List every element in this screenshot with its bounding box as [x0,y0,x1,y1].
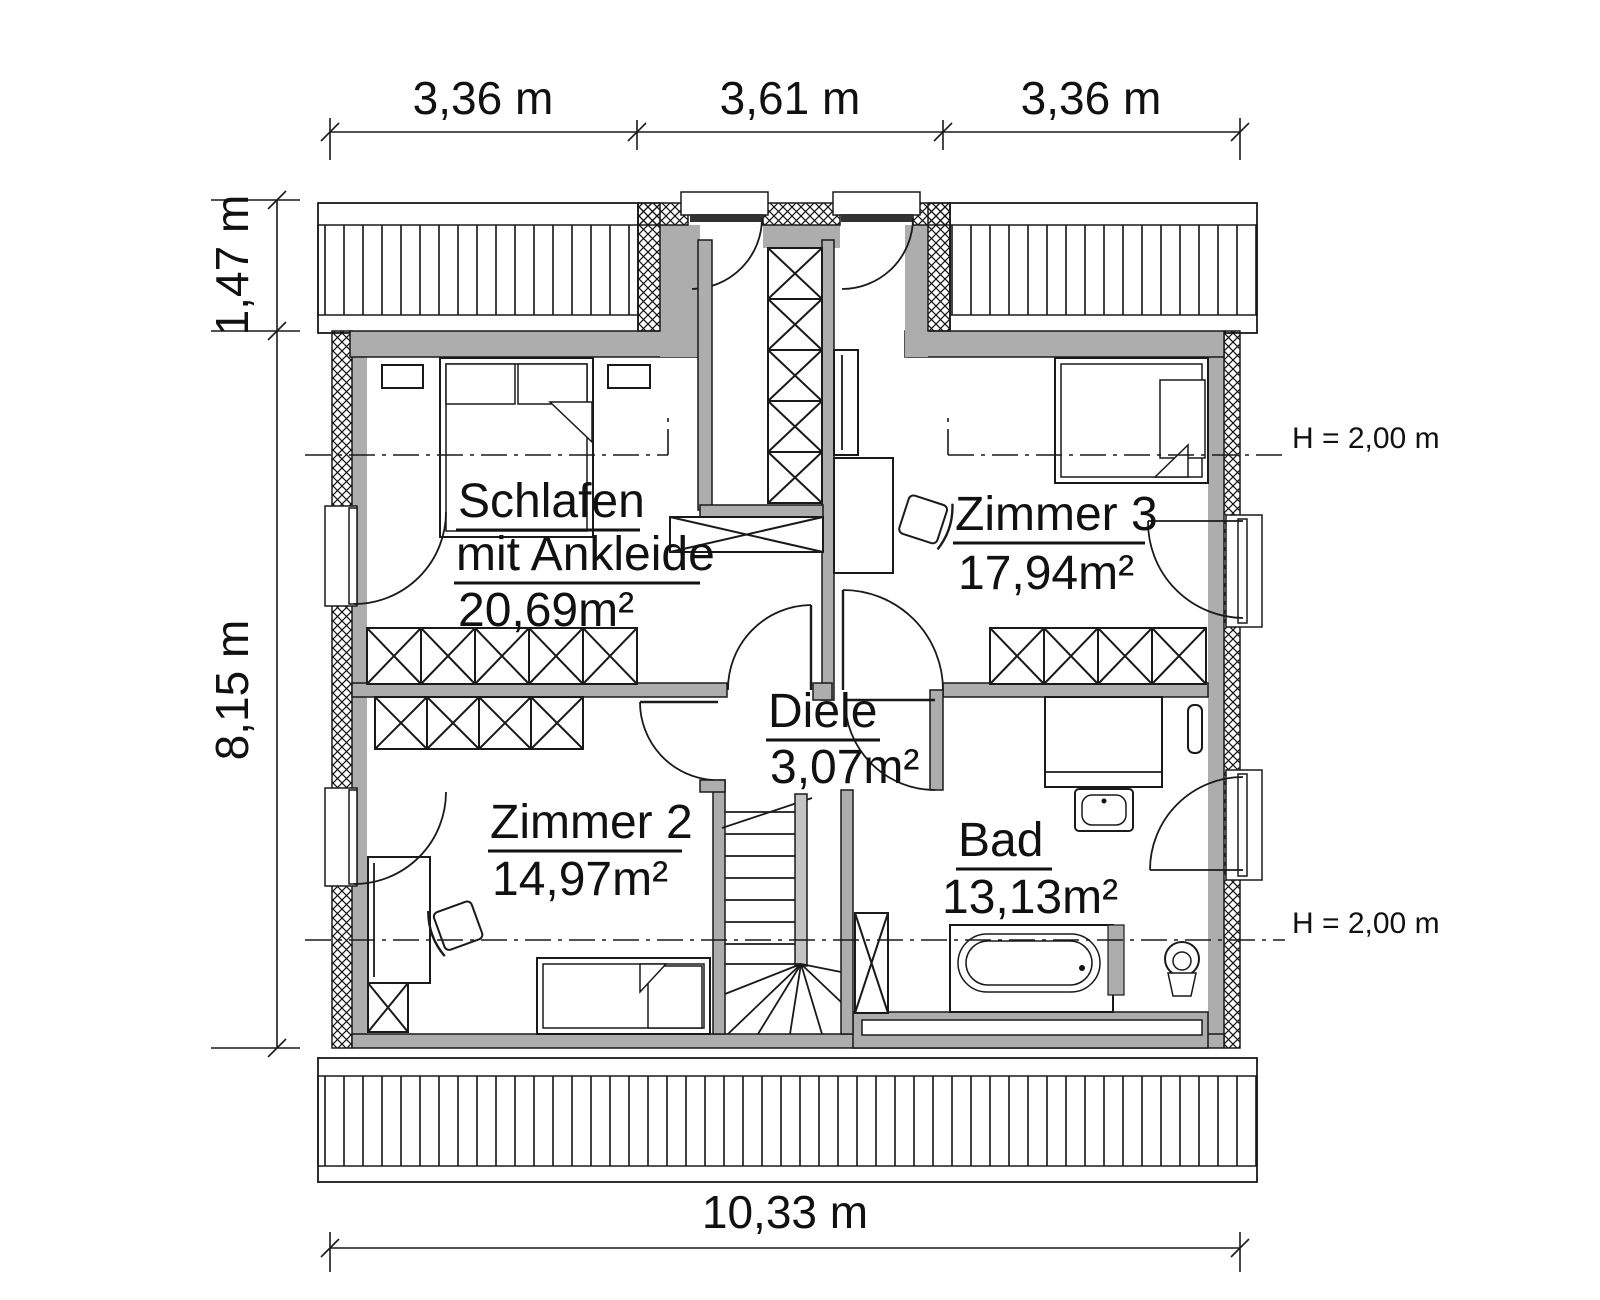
blanket-fold [548,401,593,444]
interior-walls [351,239,1209,1035]
dormer-door-leaf-right [841,214,913,222]
dim-left-2: 8,15 m [206,620,258,761]
balcony-door-zimmer2 [324,787,447,887]
cabinet-zimmer2 [367,982,409,1033]
dimension-bottom: 10,33 m [320,1186,1250,1272]
wardrobe-zimmer2-row [374,696,584,750]
svg-text:Zimmer 3: Zimmer 3 [955,488,1158,541]
svg-text:mit Ankleide: mit Ankleide [456,528,715,581]
wardrobe-zimmer3-row [989,627,1207,685]
door-diele-zimmer3 [841,589,944,691]
room-label-zimmer2: Zimmer 2 14,97m² [488,796,693,906]
dim-top-3: 3,36 m [1021,72,1162,124]
closet-column [767,247,823,504]
pillow [517,363,588,405]
pillow [445,363,516,405]
dim-top-1: 3,36 m [413,72,554,124]
door-diele-schlafen [727,604,813,691]
height-label-upper: H = 2,00 m [1292,422,1440,455]
bathtub [949,924,1125,1013]
desk-zimmer3 [833,349,894,574]
vanity [1044,696,1163,788]
balcony-door-bad [1149,769,1263,881]
door-diele-bad [844,698,936,791]
dim-left-1: 1,47 m [206,195,258,336]
height-line-upper [305,415,1285,456]
drain [1079,965,1085,971]
bed-zimmer2 [536,957,711,1035]
pillow [647,965,703,1029]
low-cabinet-ankleide [669,516,824,553]
svg-text:20,69m²: 20,69m² [458,584,634,637]
blanket-fold [1153,443,1189,478]
staircase [721,793,842,1035]
bath-ledge [861,1019,1203,1036]
svg-text:Bad: Bad [958,814,1043,867]
svg-text:14,97m²: 14,97m² [492,853,668,906]
tub-pillar [1107,924,1125,996]
room-label-schlafen: Schlafen mit Ankleide 20,69m² [454,475,715,637]
nightstand-right [607,364,651,389]
svg-text:Diele: Diele [768,685,877,738]
room-label-diele: Diele 3,07m² [766,685,919,794]
blanket-fold [639,963,668,994]
dormer-door-swing-right [841,217,914,290]
dormer-door-sill-left [680,191,769,216]
dimension-top: 3,36 m 3,61 m 3,36 m [320,72,1250,160]
bed-zimmer3 [1054,357,1209,484]
svg-text:Schlafen: Schlafen [458,475,645,528]
bed-double-schlafen [439,357,594,538]
roof-overhang-top-left [317,202,639,334]
dormer-door-leaf-left [690,214,763,222]
svg-text:17,94m²: 17,94m² [958,547,1134,600]
room-label-zimmer3: Zimmer 3 17,94m² [953,488,1158,600]
svg-text:13,13m²: 13,13m² [942,871,1118,924]
dormer [637,191,951,357]
desk-zimmer2 [367,856,431,984]
pillow [1159,379,1206,459]
roof-overhang-bottom [317,1057,1258,1183]
wardrobe-ankleide-row [366,627,638,685]
radiator [1187,704,1203,754]
chair-zimmer2 [427,900,484,957]
chair-zimmer3 [898,494,954,551]
toilet [1164,941,1200,997]
dim-bottom: 10,33 m [702,1186,868,1238]
shaft [854,912,889,1014]
dimension-left: 1,47 m 8,15 m [206,190,300,1058]
room-label-bad: Bad 13,13m² [942,814,1118,924]
roof-overhang-top-right [949,202,1258,334]
svg-text:3,07m²: 3,07m² [770,741,919,794]
dim-top-2: 3,61 m [720,72,861,124]
dormer-door-sill-right [832,191,921,216]
washbasin [1074,788,1134,832]
balcony-door-zimmer3 [1147,514,1263,628]
door-diele-zimmer2 [639,700,718,781]
balcony-door-schlafen [324,505,447,607]
height-label-lower: H = 2,00 m [1292,907,1440,940]
svg-text:Zimmer 2: Zimmer 2 [490,796,693,849]
nightstand-left [381,364,424,389]
